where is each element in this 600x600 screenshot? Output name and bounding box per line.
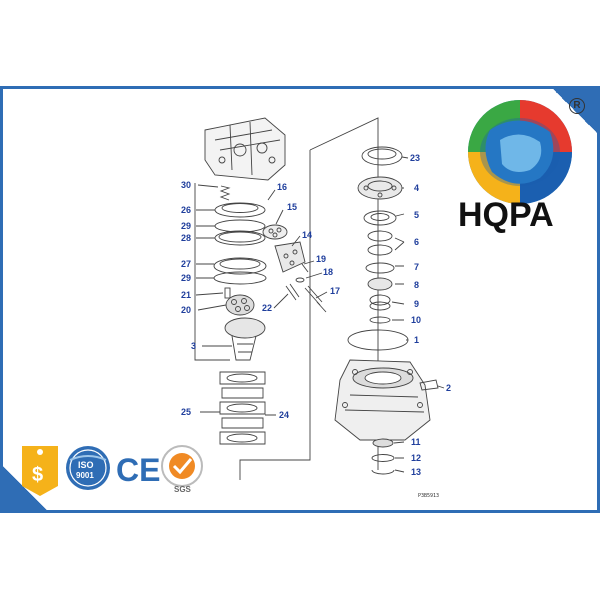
snap-ring-13: [371, 469, 395, 475]
label-24: 24: [279, 410, 289, 420]
label-7: 7: [414, 262, 419, 272]
ring-7: [365, 262, 395, 274]
label-19: 19: [316, 254, 326, 264]
label-22: 22: [262, 303, 272, 313]
divider-lines: [194, 117, 379, 480]
label-26: 26: [181, 205, 191, 215]
shaft-3: [224, 317, 266, 361]
label-14: 14: [302, 230, 312, 240]
frame-left-border: [0, 86, 3, 513]
label-2: 2: [446, 383, 451, 393]
label-3: 3: [191, 341, 196, 351]
brand-name: HQPA: [458, 196, 554, 234]
drawing-code: P3B5913: [418, 493, 439, 499]
label-21: 21: [181, 290, 191, 300]
label-4: 4: [414, 183, 419, 193]
label-29-upper: 29: [181, 221, 191, 231]
disc-15: [262, 224, 288, 240]
frame-bottom-border: [0, 510, 600, 513]
svg-text:$: $: [32, 464, 43, 486]
washer-6: [367, 230, 393, 256]
label-18: 18: [323, 267, 333, 277]
block-14: [274, 241, 306, 273]
pin-19: [301, 263, 309, 273]
label-23: 23: [410, 153, 420, 163]
ring-12: [371, 454, 395, 462]
sgs-text: SGS: [174, 485, 192, 494]
spool-22: [285, 283, 300, 301]
iso-number: 9001: [76, 471, 94, 480]
label-13: 13: [411, 467, 421, 477]
plate-stack-25-24: [219, 371, 266, 445]
registered-trademark-icon: R: [569, 98, 585, 114]
label-6: 6: [414, 237, 419, 247]
ring-27: [213, 257, 267, 275]
label-30: 30: [181, 180, 191, 190]
bearing-11: [372, 438, 394, 448]
hqpa-globe-logo: [468, 100, 572, 204]
spring-30: [219, 185, 231, 201]
seal-5: [363, 210, 397, 226]
label-20: 20: [181, 305, 191, 315]
housing-2: [334, 359, 439, 441]
label-12: 12: [411, 453, 421, 463]
label-17: 17: [330, 286, 340, 296]
price-tag-icon: $: [22, 446, 58, 496]
label-29-lower: 29: [181, 273, 191, 283]
iso-text: ISO: [78, 460, 94, 470]
sgs-badge-icon: SGS: [161, 445, 203, 494]
label-11: 11: [411, 437, 421, 447]
label-9: 9: [414, 299, 419, 309]
iso-9001-badge-icon: ISO 9001: [66, 446, 110, 490]
ce-mark: CE: [116, 452, 160, 488]
label-1: 1: [414, 335, 419, 345]
pin-21: [224, 287, 231, 299]
spring-9: [369, 294, 391, 311]
bearing-23: [361, 146, 403, 166]
label-28: 28: [181, 233, 191, 243]
label-27: 27: [181, 259, 191, 269]
frame-top-border: [0, 86, 600, 89]
collar-8: [367, 277, 393, 291]
label-5: 5: [414, 210, 419, 220]
valve-block-part: [204, 117, 286, 181]
label-8: 8: [414, 280, 419, 290]
label-16: 16: [277, 182, 287, 192]
label-25: 25: [181, 407, 191, 417]
label-10: 10: [411, 315, 421, 325]
ring-10: [369, 316, 391, 324]
frame-right-border: [597, 86, 600, 513]
washer-18: [295, 277, 305, 283]
label-15: 15: [287, 202, 297, 212]
